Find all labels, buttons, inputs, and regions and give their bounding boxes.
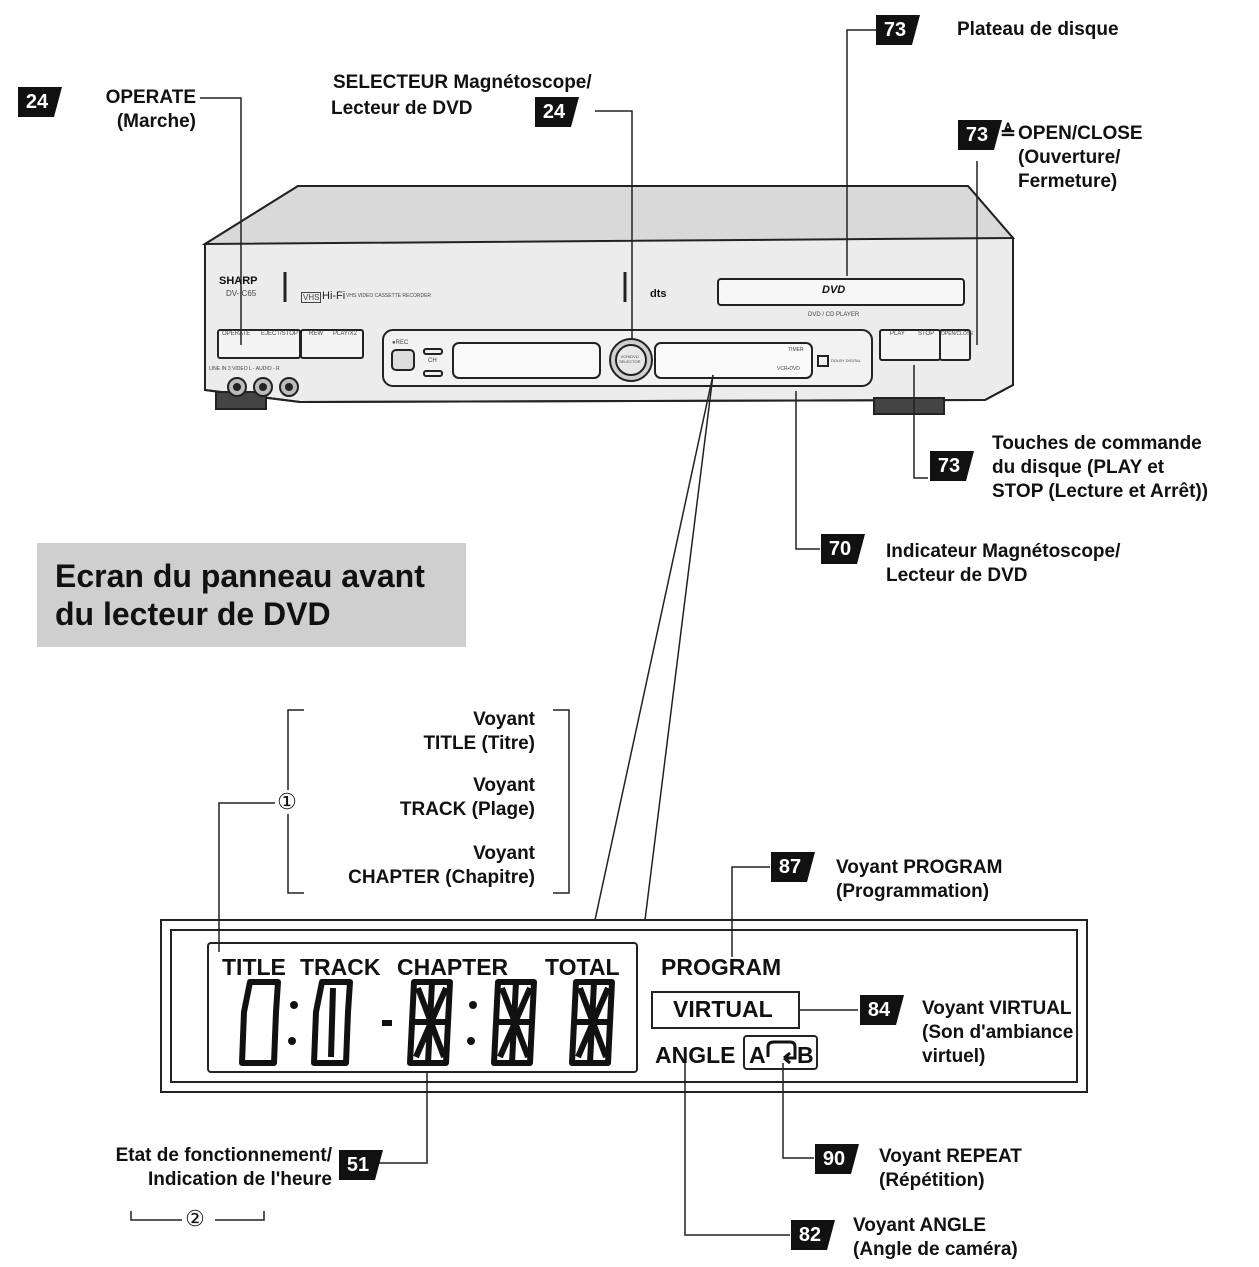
label-chapter-voyant: Voyant CHAPTER (Chapitre) xyxy=(348,843,535,888)
badge-shape xyxy=(821,534,865,564)
page-badge-time: 51 xyxy=(339,1150,383,1180)
display-title: TITLE xyxy=(222,954,286,980)
panel-timer: TIMER xyxy=(788,347,804,353)
eject-icon: ≜ xyxy=(1000,123,1016,144)
panel-dvd-cd: DVD / CD PLAYER xyxy=(808,312,860,318)
display-colons xyxy=(288,1001,477,1045)
label-time-indication: Etat de fonctionnement/ Indication de l'… xyxy=(115,1145,332,1190)
ab-repeat-arrow xyxy=(766,1040,797,1065)
display-virtual: VIRTUAL xyxy=(673,996,773,1022)
label-vcr-dvd-indicator: Indicateur Magnétoscope/ Lecteur de DVD xyxy=(886,541,1121,586)
display-ab-a: A xyxy=(749,1042,766,1068)
badge-shape xyxy=(771,852,815,882)
panel-dvd-logo: DVD xyxy=(822,284,846,296)
big-display-frame xyxy=(160,919,1088,1093)
marker-two: ② xyxy=(183,1207,207,1231)
label-operate: OPERATE (Marche) xyxy=(105,87,196,132)
label-disc-keys: Touches de commande du disque (PLAY et S… xyxy=(992,433,1209,502)
page-badge-program: 87 xyxy=(771,852,815,882)
badge-number: 84 xyxy=(867,999,891,1021)
page-badge-repeat: 90 xyxy=(815,1144,859,1174)
page-badge-open-close: 73 xyxy=(958,120,1002,150)
panel-rec: ●REC xyxy=(392,340,409,346)
panel-line-in: LINE IN 3 VIDEO L - AUDIO - R xyxy=(209,366,280,372)
display-track: TRACK xyxy=(300,954,381,980)
badge-number: 73 xyxy=(883,19,907,41)
panel-vhs: VHS xyxy=(301,292,322,303)
page-badge-virtual: 84 xyxy=(860,995,904,1025)
badge-number: 82 xyxy=(798,1224,822,1246)
label-open-close: OPEN/CLOSE (Ouverture/ Fermeture) xyxy=(1018,123,1143,192)
page-badge-selector: 24 xyxy=(535,97,579,127)
badge-number: 24 xyxy=(25,91,49,113)
badge-number: 24 xyxy=(542,101,566,123)
page-badge-disc-keys: 73 xyxy=(930,451,974,481)
panel-selector: VCR/DVD SELECTOR xyxy=(619,354,641,364)
section-heading: Ecran du panneau avant du lecteur de DVD xyxy=(37,543,466,647)
display-angle: ANGLE xyxy=(655,1042,736,1068)
display-ab-b: B xyxy=(797,1042,814,1068)
page-badge-operate: 24 xyxy=(18,87,62,117)
panel-play: PLAY xyxy=(890,331,905,337)
page-badge-angle: 82 xyxy=(791,1220,835,1250)
badge-shape xyxy=(339,1150,383,1180)
segment-digits xyxy=(239,979,615,1066)
display-program: PROGRAM xyxy=(661,954,782,980)
badge-shape xyxy=(791,1220,835,1250)
badge-number: 73 xyxy=(937,455,961,477)
panel-brand: SHARP xyxy=(219,275,258,287)
panel-model: DV- C65 xyxy=(226,289,257,298)
badge-number: 90 xyxy=(822,1148,846,1170)
label-angle: Voyant ANGLE (Angle de caméra) xyxy=(853,1215,1018,1260)
panel-ch: CH xyxy=(428,358,437,364)
badge-number: 51 xyxy=(346,1154,370,1176)
page-badge-disc-tray: 73 xyxy=(876,15,920,45)
badge-shape xyxy=(18,87,62,117)
panel-hifi: Hi-Fi xyxy=(322,290,346,302)
label-selector-line2: Lecteur de DVD xyxy=(331,98,473,119)
panel-dolby: DOLBY DIGITAL xyxy=(831,358,861,363)
display-chapter: CHAPTER xyxy=(397,954,509,980)
page-badge-vcr-dvd: 70 xyxy=(821,534,865,564)
badge-number: 87 xyxy=(778,856,802,878)
badge-shape xyxy=(860,995,904,1025)
label-title-voyant: Voyant TITLE (Titre) xyxy=(423,709,535,754)
panel-vcr-text: VHS VIDEO CASSETTE RECORDER xyxy=(346,293,432,299)
badge-shape xyxy=(930,451,974,481)
panel-rew: REW xyxy=(309,331,323,337)
device-body xyxy=(201,185,1016,415)
panel-vcr-dvd: VCR▪DVD xyxy=(777,366,800,372)
badge-shape xyxy=(535,97,579,127)
badge-number: 70 xyxy=(828,538,852,560)
badge-number: 73 xyxy=(965,124,989,146)
panel-play-x2: PLAY/X2 xyxy=(333,331,357,337)
panel-eject-stop: EJECT/STOP xyxy=(261,331,298,337)
label-selector-line1: SELECTEUR Magnétoscope/ xyxy=(333,72,592,93)
label-disc-tray: Plateau de disque xyxy=(957,19,1119,40)
marker-one: ① xyxy=(275,790,299,814)
panel-operate: OPERATE xyxy=(222,331,251,337)
badge-shape xyxy=(815,1144,859,1174)
display-total: TOTAL xyxy=(545,954,620,980)
panel-stop: STOP xyxy=(918,331,935,337)
badge-shape xyxy=(958,120,1002,150)
label-track-voyant: Voyant TRACK (Plage) xyxy=(399,775,535,820)
label-program: Voyant PROGRAM (Programmation) xyxy=(836,857,1003,902)
badge-shape xyxy=(876,15,920,45)
panel-dts: dts xyxy=(650,288,667,300)
label-repeat: Voyant REPEAT (Répétition) xyxy=(879,1146,1022,1191)
panel-open-close: OPEN/CLOSE xyxy=(941,331,974,337)
label-virtual: Voyant VIRTUAL (Son d'ambiance virtuel) xyxy=(922,998,1074,1067)
